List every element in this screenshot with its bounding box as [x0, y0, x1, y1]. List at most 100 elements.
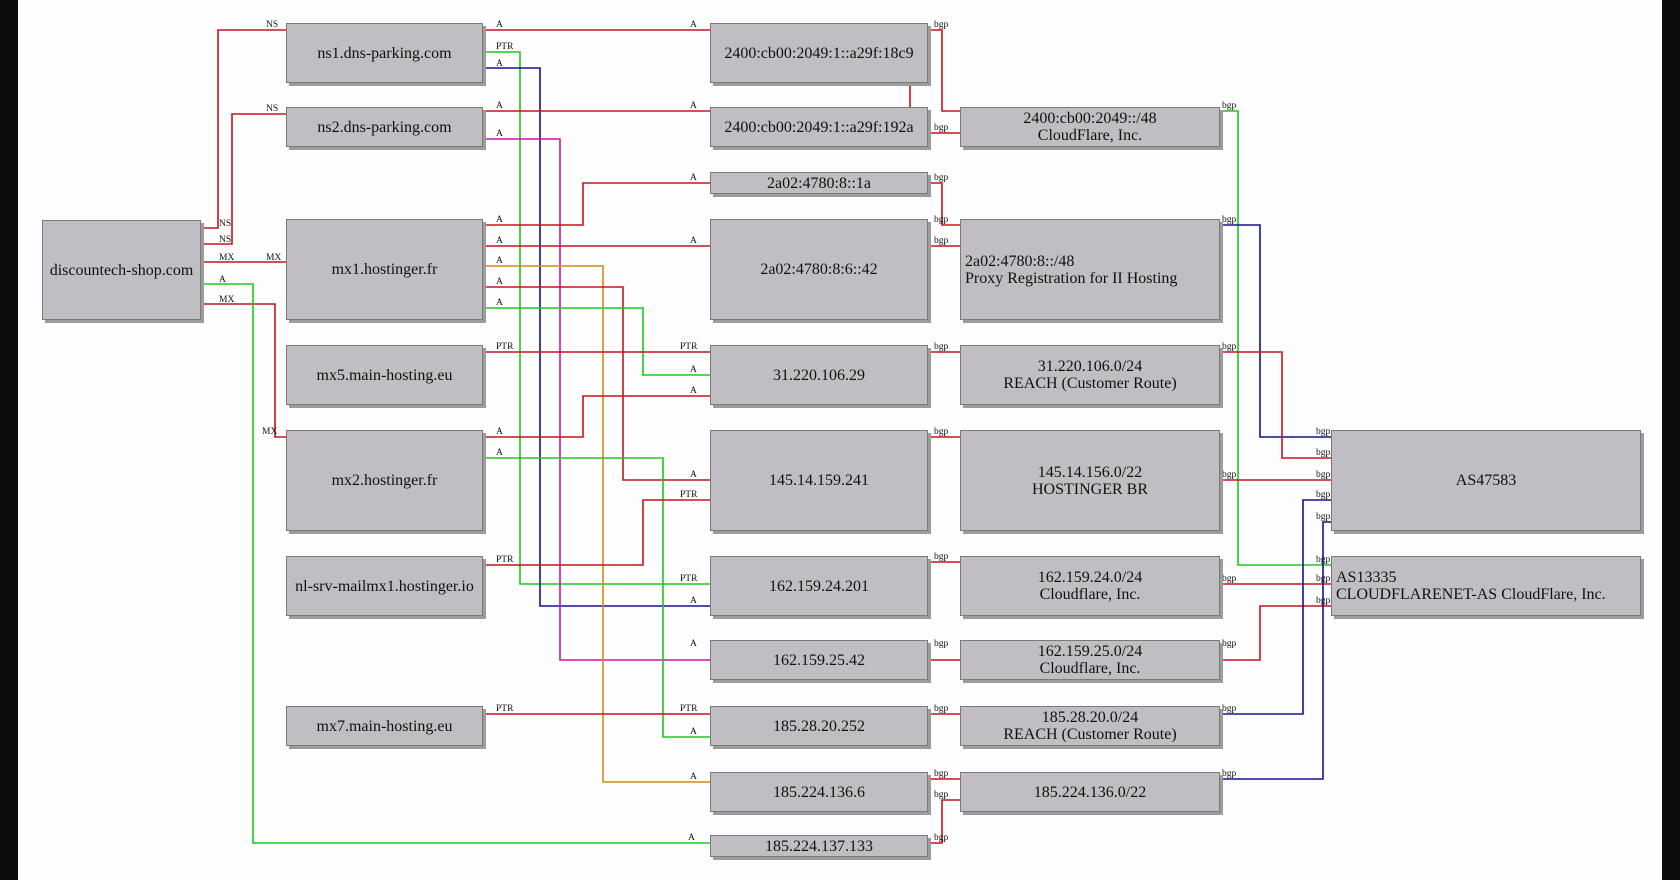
node-label: 2a02:4780:8:6::42 [760, 261, 878, 278]
node-label: 162.159.25.42 [773, 651, 865, 669]
node-prefix-145-14-156[interactable]: 145.14.156.0/22 HOSTINGER BR [960, 430, 1220, 531]
edge-type-label: bgp [1222, 470, 1237, 480]
node-ip-31-220-106-29[interactable]: 31.220.106.29 [710, 345, 928, 405]
node-mx7-main-hosting[interactable]: mx7.main-hosting.eu [286, 706, 483, 746]
edge-a [483, 395, 710, 438]
edge-bgp [1220, 605, 1331, 661]
node-prefix-2a02-4780[interactable]: 2a02:4780:8::/48 Proxy Registration for … [960, 219, 1220, 320]
node-ip-2a02-1a[interactable]: 2a02:4780:8::1a [710, 172, 928, 194]
node-discountech-shop[interactable]: discountech-shop.com [42, 220, 201, 320]
node-ip-145-14-159-241[interactable]: 145.14.159.241 [710, 430, 928, 531]
edge-type-label: bgp [1316, 574, 1331, 584]
node-sublabel: REACH (Customer Route) [1003, 375, 1177, 392]
edge-ns [201, 29, 286, 229]
edge-type-label: bgp [1316, 470, 1331, 480]
node-ip-2a02-42[interactable]: 2a02:4780:8:6::42 [710, 219, 928, 320]
node-prefix-31-220-106[interactable]: 31.220.106.0/24 REACH (Customer Route) [960, 345, 1220, 405]
node-label: 185.28.20.252 [773, 717, 865, 735]
node-label: 145.14.156.0/22 [1037, 463, 1143, 481]
node-prefix-185-224-136[interactable]: 185.224.136.0/22 [960, 772, 1220, 812]
node-prefix-162-159-24[interactable]: 162.159.24.0/24 Cloudflare, Inc. [960, 556, 1220, 616]
edge-type-label: PTR [680, 490, 698, 500]
edge-type-label: NS [266, 20, 278, 30]
edge-type-label: A [690, 101, 697, 111]
node-sublabel: REACH (Customer Route) [1003, 726, 1177, 743]
node-sublabel: Cloudflare, Inc. [1039, 660, 1141, 677]
edge-type-label: A [496, 215, 503, 225]
edge-type-label: NS [219, 235, 231, 245]
edge-type-label: bgp [1222, 574, 1237, 584]
node-ip-185-28-20-252[interactable]: 185.28.20.252 [710, 706, 928, 746]
edge-type-label: A [690, 236, 697, 246]
node-as13335[interactable]: AS13335 CLOUDFLARENET-AS CloudFlare, Inc… [1331, 556, 1641, 616]
node-prefix-185-28-20[interactable]: 185.28.20.0/24 REACH (Customer Route) [960, 706, 1220, 746]
node-label: 31.220.106.0/24 [1037, 358, 1143, 375]
node-label: mx5.main-hosting.eu [316, 366, 453, 384]
edge-type-label: A [219, 275, 226, 285]
node-label: 2400:cb00:2049:1::a29f:18c9 [724, 44, 914, 62]
node-prefix-2400-cb00[interactable]: 2400:cb00:2049::/48 CloudFlare, Inc. [960, 107, 1220, 147]
edge-a [483, 286, 710, 481]
node-label: mx1.hostinger.fr [331, 261, 438, 278]
node-nl-srv-mailmx1[interactable]: nl-srv-mailmx1.hostinger.io [286, 556, 483, 616]
node-mx5-main-hosting[interactable]: mx5.main-hosting.eu [286, 345, 483, 405]
edge-type-label: bgp [934, 833, 949, 843]
node-sublabel: CLOUDFLARENET-AS CloudFlare, Inc. [1336, 586, 1606, 603]
node-ip-185-224-137-133[interactable]: 185.224.137.133 [710, 835, 928, 857]
edge-type-label: PTR [680, 574, 698, 584]
edge-bgp [1220, 351, 1331, 459]
edge-type-label: PTR [496, 704, 514, 714]
node-ip-2400-18c9[interactable]: 2400:cb00:2049:1::a29f:18c9 [710, 23, 928, 83]
edge-type-label: PTR [496, 555, 514, 565]
edge-type-label: MX [219, 295, 234, 305]
node-ns1-dns-parking[interactable]: ns1.dns-parking.com [286, 23, 483, 83]
edge-type-label: bgp [1222, 342, 1237, 352]
node-ip-162-159-25-42[interactable]: 162.159.25.42 [710, 640, 928, 680]
node-ip-2400-192a[interactable]: 2400:cb00:2049:1::a29f:192a [710, 107, 928, 147]
node-label: 162.159.25.0/24 [1037, 643, 1143, 660]
edge-bgp [1220, 521, 1331, 780]
edge-type-label: bgp [1316, 596, 1331, 606]
edge-type-label: MX [262, 427, 277, 437]
node-mx1-hostinger[interactable]: mx1.hostinger.fr [286, 219, 483, 320]
node-label: discountech-shop.com [49, 261, 194, 279]
edge-ns [201, 113, 286, 245]
node-label: 31.220.106.29 [773, 366, 865, 384]
edge-type-label: A [496, 129, 503, 139]
node-label: 185.224.137.133 [765, 837, 873, 855]
node-label: AS13335 [1336, 569, 1397, 586]
node-ip-162-159-24-201[interactable]: 162.159.24.201 [710, 556, 928, 616]
node-mx2-hostinger[interactable]: mx2.hostinger.fr [286, 430, 483, 531]
node-sublabel: CloudFlare, Inc. [1037, 127, 1143, 144]
edge-type-label: bgp [934, 236, 949, 246]
edge-type-label: bgp [1222, 215, 1237, 225]
edge-type-label: NS [266, 104, 278, 114]
edge-type-label: bgp [1316, 512, 1331, 522]
edge-a [483, 457, 710, 738]
edge-bgp [928, 182, 960, 226]
edge-type-label: A [690, 173, 697, 183]
edge-a [483, 67, 710, 607]
edge-type-label: A [496, 59, 503, 69]
edge-bgp [1220, 224, 1331, 438]
node-ns2-dns-parking[interactable]: ns2.dns-parking.com [286, 107, 483, 147]
node-label: mx7.main-hosting.eu [316, 717, 453, 735]
edge-type-label: A [496, 101, 503, 111]
edge-type-label: A [688, 833, 695, 843]
edge-type-label: bgp [1222, 101, 1237, 111]
edge-type-label: bgp [934, 639, 949, 649]
edge-type-label: A [690, 386, 697, 396]
node-label: 162.159.24.0/24 [1037, 569, 1143, 586]
edge-type-label: A [690, 596, 697, 606]
edge-type-label: A [496, 427, 503, 437]
edge-type-label: bgp [934, 769, 949, 779]
node-label: 185.28.20.0/24 [1041, 709, 1139, 726]
node-as47583[interactable]: AS47583 [1331, 430, 1641, 531]
edge-type-label: PTR [496, 342, 514, 352]
edge-type-label: bgp [1316, 555, 1331, 565]
node-label: 185.224.136.6 [773, 783, 865, 801]
node-prefix-162-159-25[interactable]: 162.159.25.0/24 Cloudflare, Inc. [960, 640, 1220, 680]
edge-type-label: PTR [680, 342, 698, 352]
node-ip-185-224-136-6[interactable]: 185.224.136.6 [710, 772, 928, 812]
